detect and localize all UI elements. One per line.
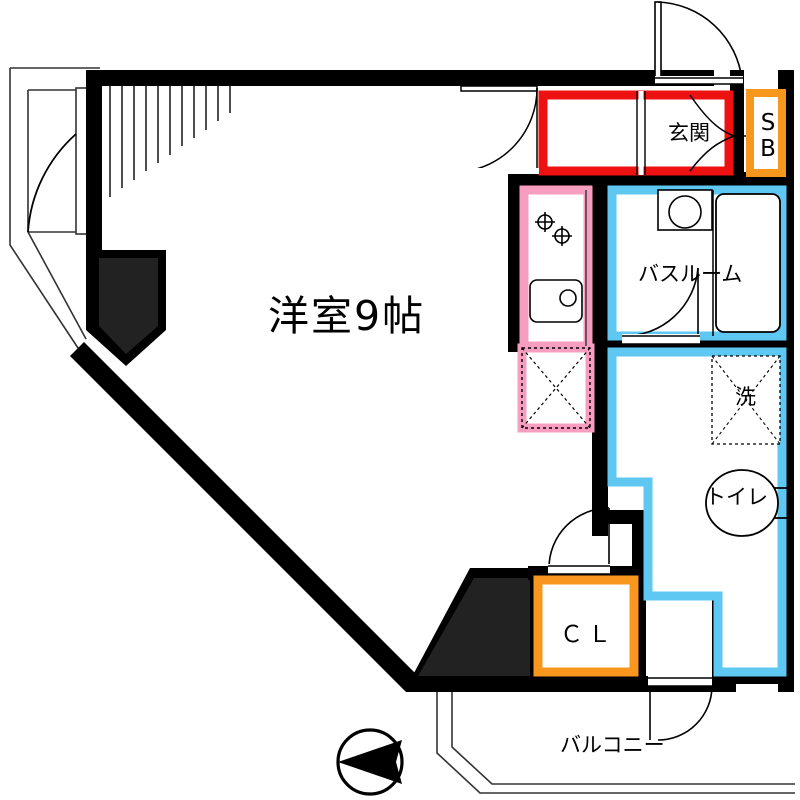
living-room-door [460, 85, 539, 174]
genkan-area [538, 90, 734, 176]
left-outdoor-outline [9, 67, 100, 349]
room-label-balcony: バルコニー [560, 733, 665, 757]
closet-cl [533, 575, 639, 677]
room-label-shoe-box: S B [757, 110, 779, 162]
left-door-swing-arc [27, 133, 77, 233]
ceiling-slope-hatching [92, 84, 231, 210]
room-label-washer: 洗 [735, 385, 756, 409]
stove-burners-icon [535, 212, 572, 246]
sb-line-1: S [760, 110, 776, 136]
bathroom-door [622, 267, 700, 345]
compass-north-arrow [336, 728, 404, 796]
genkan-door [654, 1, 743, 85]
room-label-genkan: 玄関 [668, 121, 710, 145]
toilet-icon [705, 469, 791, 537]
room-label-closet: ＣＬ [560, 622, 616, 648]
sb-line-2: B [760, 136, 776, 162]
room-label-toilet: トイレ [705, 485, 768, 509]
balcony-door [648, 676, 713, 741]
bath-basin-icon [657, 189, 713, 231]
room-label-bathroom: バスルーム [638, 262, 743, 286]
kitchen-sink-icon [529, 279, 583, 323]
room-label-living: 洋室9帖 [268, 292, 426, 340]
closet-door [548, 507, 610, 575]
bath-tub-icon [715, 193, 781, 333]
balcony-outline [436, 690, 795, 794]
washing-machine-space [711, 355, 781, 445]
shoe-box-sb [746, 89, 786, 177]
